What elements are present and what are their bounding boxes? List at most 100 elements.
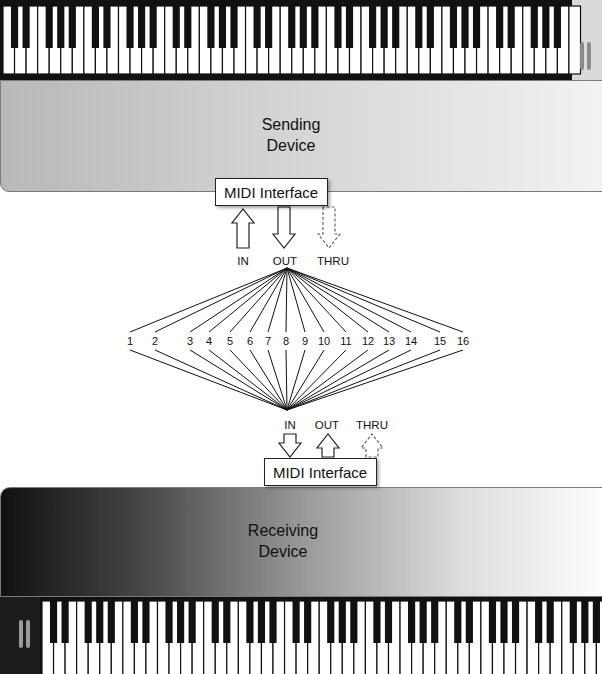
black-key [570, 601, 577, 643]
black-key [581, 601, 588, 643]
black-key [103, 6, 110, 48]
port-label: THRU [356, 420, 388, 432]
channel-line [287, 350, 440, 410]
black-key [126, 6, 133, 48]
channel-number: 8 [283, 336, 289, 347]
channel-line [230, 268, 287, 332]
black-key [142, 601, 149, 643]
channel-line [190, 268, 287, 332]
black-key [350, 601, 357, 643]
black-key [392, 6, 399, 48]
channel-number: 1 [127, 336, 133, 347]
black-key [327, 601, 334, 643]
channel-number: 13 [383, 336, 395, 347]
sending-keyboard [0, 0, 602, 80]
black-key [269, 601, 276, 643]
black-key [219, 6, 226, 48]
black-key [454, 601, 461, 643]
channel-fan [130, 268, 463, 410]
black-key [473, 6, 480, 48]
black-key [512, 601, 519, 643]
black-key [246, 601, 253, 643]
thru-arrow [318, 207, 340, 248]
black-key [373, 601, 380, 643]
channel-number: 12 [362, 336, 374, 347]
channel-line [286, 350, 287, 410]
pitch-wheel [580, 42, 584, 70]
channel-line [190, 350, 287, 410]
channel-number: 11 [340, 336, 351, 347]
black-key [593, 601, 600, 643]
channel-line [209, 350, 287, 410]
channel-line [287, 350, 463, 410]
thru-arrow [361, 434, 383, 457]
black-key [466, 601, 473, 643]
black-key [381, 6, 388, 48]
black-key [254, 6, 261, 48]
mod-wheel [587, 42, 591, 70]
black-key [184, 6, 191, 48]
receiving-keyboard [0, 596, 602, 674]
interface-label: MIDI Interface [224, 184, 318, 201]
sending-device-panel: Sending Device [0, 80, 602, 192]
black-key [385, 601, 392, 643]
black-key [450, 6, 457, 48]
black-key [258, 601, 265, 643]
midi-interface-box: MIDI Interface [264, 458, 377, 486]
port-label: IN [284, 420, 296, 432]
black-key [177, 601, 184, 643]
black-key [293, 601, 300, 643]
channel-number: 4 [206, 336, 212, 347]
black-key [85, 601, 92, 643]
black-key [489, 601, 496, 643]
black-key [500, 601, 507, 643]
channel-line [287, 268, 463, 332]
black-key [173, 6, 180, 48]
black-key [334, 6, 341, 48]
mod-wheel [26, 620, 30, 648]
black-key [547, 601, 554, 643]
black-key [496, 6, 503, 48]
channel-line [230, 350, 287, 410]
black-key [108, 601, 115, 643]
black-key [288, 6, 295, 48]
black-key [212, 601, 219, 643]
receiving-device-panel: Receiving Device [0, 487, 602, 597]
channel-line [286, 268, 287, 332]
black-key [131, 601, 138, 643]
port-arrow [317, 434, 339, 457]
black-key [431, 601, 438, 643]
black-key [96, 601, 103, 643]
port-label: OUT [315, 420, 339, 432]
channel-line [250, 268, 287, 332]
black-key [339, 601, 346, 643]
black-key [150, 6, 157, 48]
black-key [427, 6, 434, 48]
black-key [311, 6, 318, 48]
black-key [554, 6, 561, 48]
interface-label: MIDI Interface [273, 464, 367, 481]
channel-number: 9 [302, 336, 308, 347]
black-key [138, 6, 145, 48]
channel-line [268, 350, 287, 410]
channel-line [130, 268, 287, 332]
device-label: Receiving Device [241, 521, 325, 563]
black-key [369, 6, 376, 48]
channel-number: 2 [152, 336, 158, 347]
port-label: THRU [317, 256, 349, 268]
black-key [230, 6, 237, 48]
black-key [11, 6, 18, 48]
control-strip [0, 596, 42, 674]
black-key [304, 601, 311, 643]
black-key [265, 6, 272, 48]
channel-line [130, 350, 287, 410]
black-key [300, 6, 307, 48]
black-key [165, 601, 172, 643]
channel-line [250, 350, 287, 410]
port-label: OUT [273, 256, 297, 268]
channel-number: 16 [457, 336, 469, 347]
black-key [415, 6, 422, 48]
white-key [569, 6, 581, 74]
pitch-wheel [19, 620, 23, 648]
black-key [508, 6, 515, 48]
